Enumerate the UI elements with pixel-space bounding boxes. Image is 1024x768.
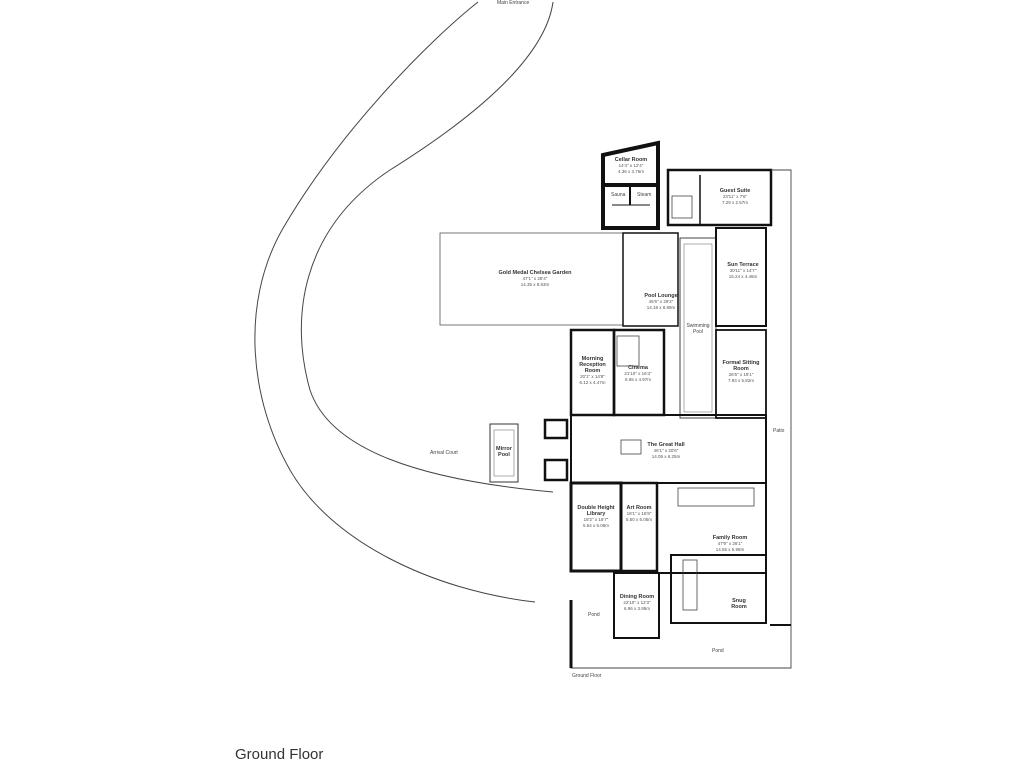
snug-room — [670, 554, 767, 624]
dining-room-label: Dining Room 22'10" x 12'3" 6.96 x 3.95m — [619, 594, 655, 611]
site-boundary — [570, 169, 792, 669]
art-room-label: Art Room 18'1" x 16'9" 5.50 x 5.05m — [625, 505, 652, 522]
floor-caption: Ground Floor — [235, 746, 324, 763]
pool-lounge — [622, 232, 679, 327]
cellar-label: Cellar Room 14'4" x 12'4" 4.36 x 3.76m — [614, 157, 648, 174]
swimming-pool — [679, 237, 717, 419]
formal-sitting-room — [715, 329, 767, 419]
pond-bottom-label: Pond — [712, 648, 724, 654]
family-room-label: Family Room 47'9" x 26'1" 14.55 x 5.98m — [712, 535, 748, 552]
patio-label: Patio — [773, 428, 785, 434]
steam-label: Steam — [637, 192, 652, 198]
art-room — [619, 481, 659, 573]
cinema-label: Cinema 21'10" x 16'4" 6.65 x 4.97m — [624, 365, 652, 382]
library-label: Double Height Library 18'2" x 16'7" 5.54… — [577, 505, 615, 528]
guest-suite-label: Guest Suite 23'11" x 7'6" 7.29 x 2.57m — [719, 188, 751, 205]
sun-terrace — [715, 227, 767, 327]
arrival-court-label: Arrival Court — [430, 450, 458, 456]
driveway-inner-edge — [300, 1, 554, 493]
sun-terrace-label: Sun Terrace 30'11" x 14'7" 15.24 x 4.46m — [727, 262, 759, 279]
snug-label: Snug Room — [731, 598, 747, 610]
main-entrance-label: Main Entrance — [497, 0, 530, 6]
mirror-pool — [489, 423, 519, 483]
guest-suite-block — [666, 168, 773, 227]
family-room — [656, 482, 767, 574]
morning-reception-label: Morning Reception Room 20'1" x 14'8" 6.1… — [579, 356, 606, 385]
sauna-label: Sauna — [611, 192, 626, 198]
mirror-pool-label: Mirror Pool — [496, 446, 512, 458]
pool-lounge-label: Pool Lounge 46'6" x 29'2" 14.18 x 8.89m — [644, 293, 678, 310]
driveway-outer-edge — [254, 1, 536, 603]
formal-sitting-label: Formal Sitting Room 26'5" x 19'1" 7.93 x… — [722, 360, 760, 383]
ground-floor-small-label: Ground Floor — [572, 673, 602, 679]
garden-label: Gold Medal Chelsea Garden 47'1" x 28'4" … — [498, 270, 572, 287]
dining-room — [613, 572, 660, 639]
swimming-pool-label: Swimming Pool — [686, 323, 710, 335]
pond-left-label: Pond — [588, 612, 600, 618]
great-hall-label: The Great Hall 46'1" x 20'6" 14.05 x 6.2… — [647, 442, 685, 459]
